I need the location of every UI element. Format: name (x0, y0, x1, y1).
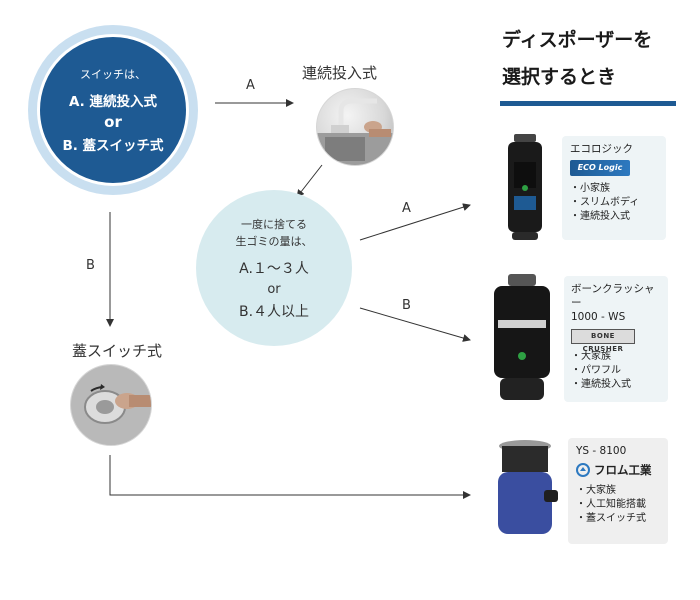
heading-underline (500, 101, 676, 106)
ys8100-logo: フロム工業 (576, 462, 660, 478)
heading-line-2: 選択するとき (502, 66, 617, 88)
ecologic-feature-1: 小家族 (570, 182, 658, 196)
page-heading: ディスポーザーを 選択するとき (502, 22, 692, 96)
ecologic-name: エコロジック (570, 143, 633, 155)
lid-switch-title: 蓋スイッチ式 (72, 342, 163, 360)
bonecrusher-name-line-1: ボーンクラッシャー (571, 283, 655, 309)
ys8100-name: YS - 8100 (576, 445, 627, 457)
heading-line-1: ディスポーザーを (502, 29, 653, 51)
arrow-decision-to-ecologic (359, 203, 471, 241)
branch-label-a-top: A (246, 78, 255, 93)
ys8100-feature-2: 人工知能搭載 (576, 498, 660, 512)
continuous-feed-title: 連続投入式 (302, 64, 378, 82)
bonecrusher-card: ボーンクラッシャー 1000 - WS BONE CRUSHER 大家族 パワフ… (564, 276, 668, 402)
main-option-a: A. 連続投入式 (68, 94, 158, 110)
main-option-or: or (104, 113, 122, 131)
ys8100-brand: フロム工業 (594, 463, 652, 477)
disposer-unit-icon (494, 274, 550, 400)
main-option-b: B. 蓋スイッチ式 (62, 138, 164, 154)
ys8100-card: YS - 8100 フロム工業 大家族 人工知能搭載 蓋スイッチ式 (568, 438, 668, 544)
bonecrusher-feature-3: 連続投入式 (571, 378, 661, 392)
decision-option-a: A.１～３人 (239, 260, 309, 277)
ecologic-feature-3: 連続投入式 (570, 210, 658, 224)
main-question-circle: スイッチは、 A. 連続投入式 or B. 蓋スイッチ式 (28, 25, 198, 195)
disposer-unit-icon (498, 440, 558, 534)
sink-faucet-icon (317, 98, 393, 165)
bonecrusher-name-line-2: 1000 - WS (571, 311, 626, 323)
decision-option-or: or (267, 281, 281, 297)
ys8100-features: 大家族 人工知能搭載 蓋スイッチ式 (576, 484, 660, 526)
decision-option-b: B.４人以上 (238, 303, 310, 320)
ecologic-card: エコロジック ECO Logic 小家族 スリムボディ 連続投入式 (562, 136, 666, 240)
lid-switch-photo (70, 364, 152, 446)
ys8100-feature-1: 大家族 (576, 484, 660, 498)
arrow-continuous-to-decision (296, 164, 323, 198)
branch-label-b-right: B (402, 298, 411, 313)
bonecrusher-feature-1: 大家族 (571, 350, 661, 364)
branch-label-a-right: A (402, 201, 411, 216)
drain-lid-icon (71, 365, 151, 445)
ys8100-feature-3: 蓋スイッチ式 (576, 512, 660, 526)
decision-question-line-2: 生ゴミの量は、 (235, 234, 313, 248)
ecologic-product-image (494, 132, 556, 244)
bonecrusher-feature-2: パワフル (571, 364, 661, 378)
main-question-prompt: スイッチは、 (80, 68, 146, 81)
bonecrusher-features: 大家族 パワフル 連続投入式 (571, 350, 661, 392)
bonecrusher-product-image (484, 272, 560, 408)
arrow-lid-to-ys8100 (109, 455, 471, 499)
ecologic-features: 小家族 スリムボディ 連続投入式 (570, 182, 658, 224)
disposer-unit-icon (508, 134, 542, 240)
fromu-logo-icon (576, 463, 590, 477)
continuous-feed-photo (316, 88, 394, 166)
household-decision-circle: 一度に捨てる 生ゴミの量は、 A.１～３人 or B.４人以上 (196, 190, 352, 346)
arrow-decision-to-bonecrusher (359, 307, 471, 342)
ecologic-feature-2: スリムボディ (570, 196, 658, 210)
branch-label-b-left: B (86, 258, 95, 273)
bonecrusher-logo: BONE CRUSHER (571, 329, 635, 353)
ys8100-product-image (488, 438, 562, 542)
ecologic-logo: ECO Logic (570, 160, 630, 176)
main-question-inner: スイッチは、 A. 連続投入式 or B. 蓋スイッチ式 (37, 34, 189, 186)
decision-question-line-1: 一度に捨てる (241, 217, 307, 231)
